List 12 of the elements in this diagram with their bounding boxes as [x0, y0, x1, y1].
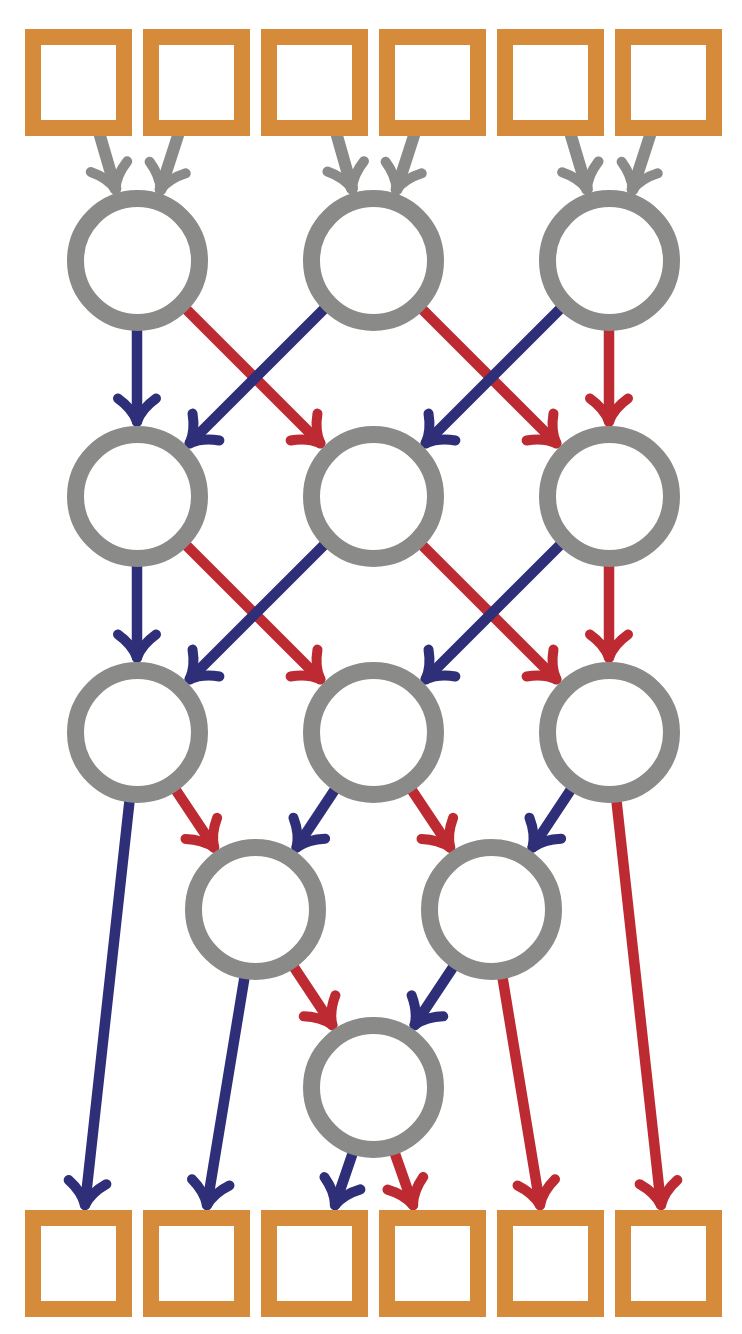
square-node [615, 1210, 722, 1317]
square-node [143, 29, 250, 136]
square-node [615, 29, 722, 136]
square-node [261, 29, 368, 136]
square-node [497, 1210, 604, 1317]
square-node [25, 1210, 132, 1317]
square-node [25, 29, 132, 136]
square-node [497, 29, 604, 136]
square-node [143, 1210, 250, 1317]
square-node [379, 1210, 486, 1317]
square-node [261, 1210, 368, 1317]
square-node [379, 29, 486, 136]
